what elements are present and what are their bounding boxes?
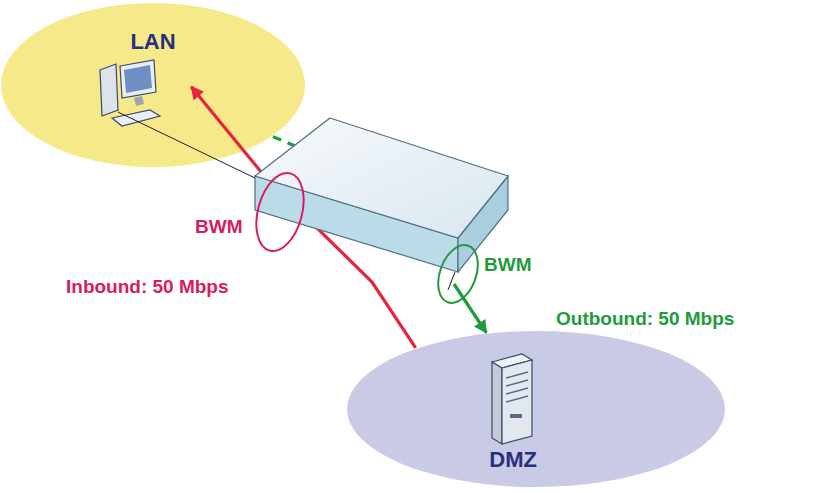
flow-line bbox=[273, 137, 372, 178]
bwm-ring bbox=[431, 240, 485, 309]
server-icon bbox=[492, 354, 532, 444]
computer-icon bbox=[100, 60, 255, 178]
flow-line bbox=[454, 284, 486, 333]
flow-arrow bbox=[273, 137, 487, 333]
zone-name: LAN bbox=[130, 29, 175, 55]
zone-name: DMZ bbox=[489, 447, 537, 473]
dmz-zone: DMZ bbox=[346, 330, 726, 488]
bwm-label: BWM bbox=[484, 254, 531, 276]
bwm-ring bbox=[248, 168, 311, 257]
inbound-rate: Inbound: 50 Mbps bbox=[66, 276, 229, 298]
network-device bbox=[255, 118, 508, 290]
zone-ellipse bbox=[0, 2, 306, 168]
lan-zone: LAN bbox=[0, 2, 306, 168]
flow-line bbox=[191, 87, 415, 348]
flow-arrow bbox=[191, 87, 415, 348]
outbound-rate: Outbound: 50 Mbps bbox=[556, 308, 734, 330]
bwm-label: BWM bbox=[195, 216, 242, 238]
